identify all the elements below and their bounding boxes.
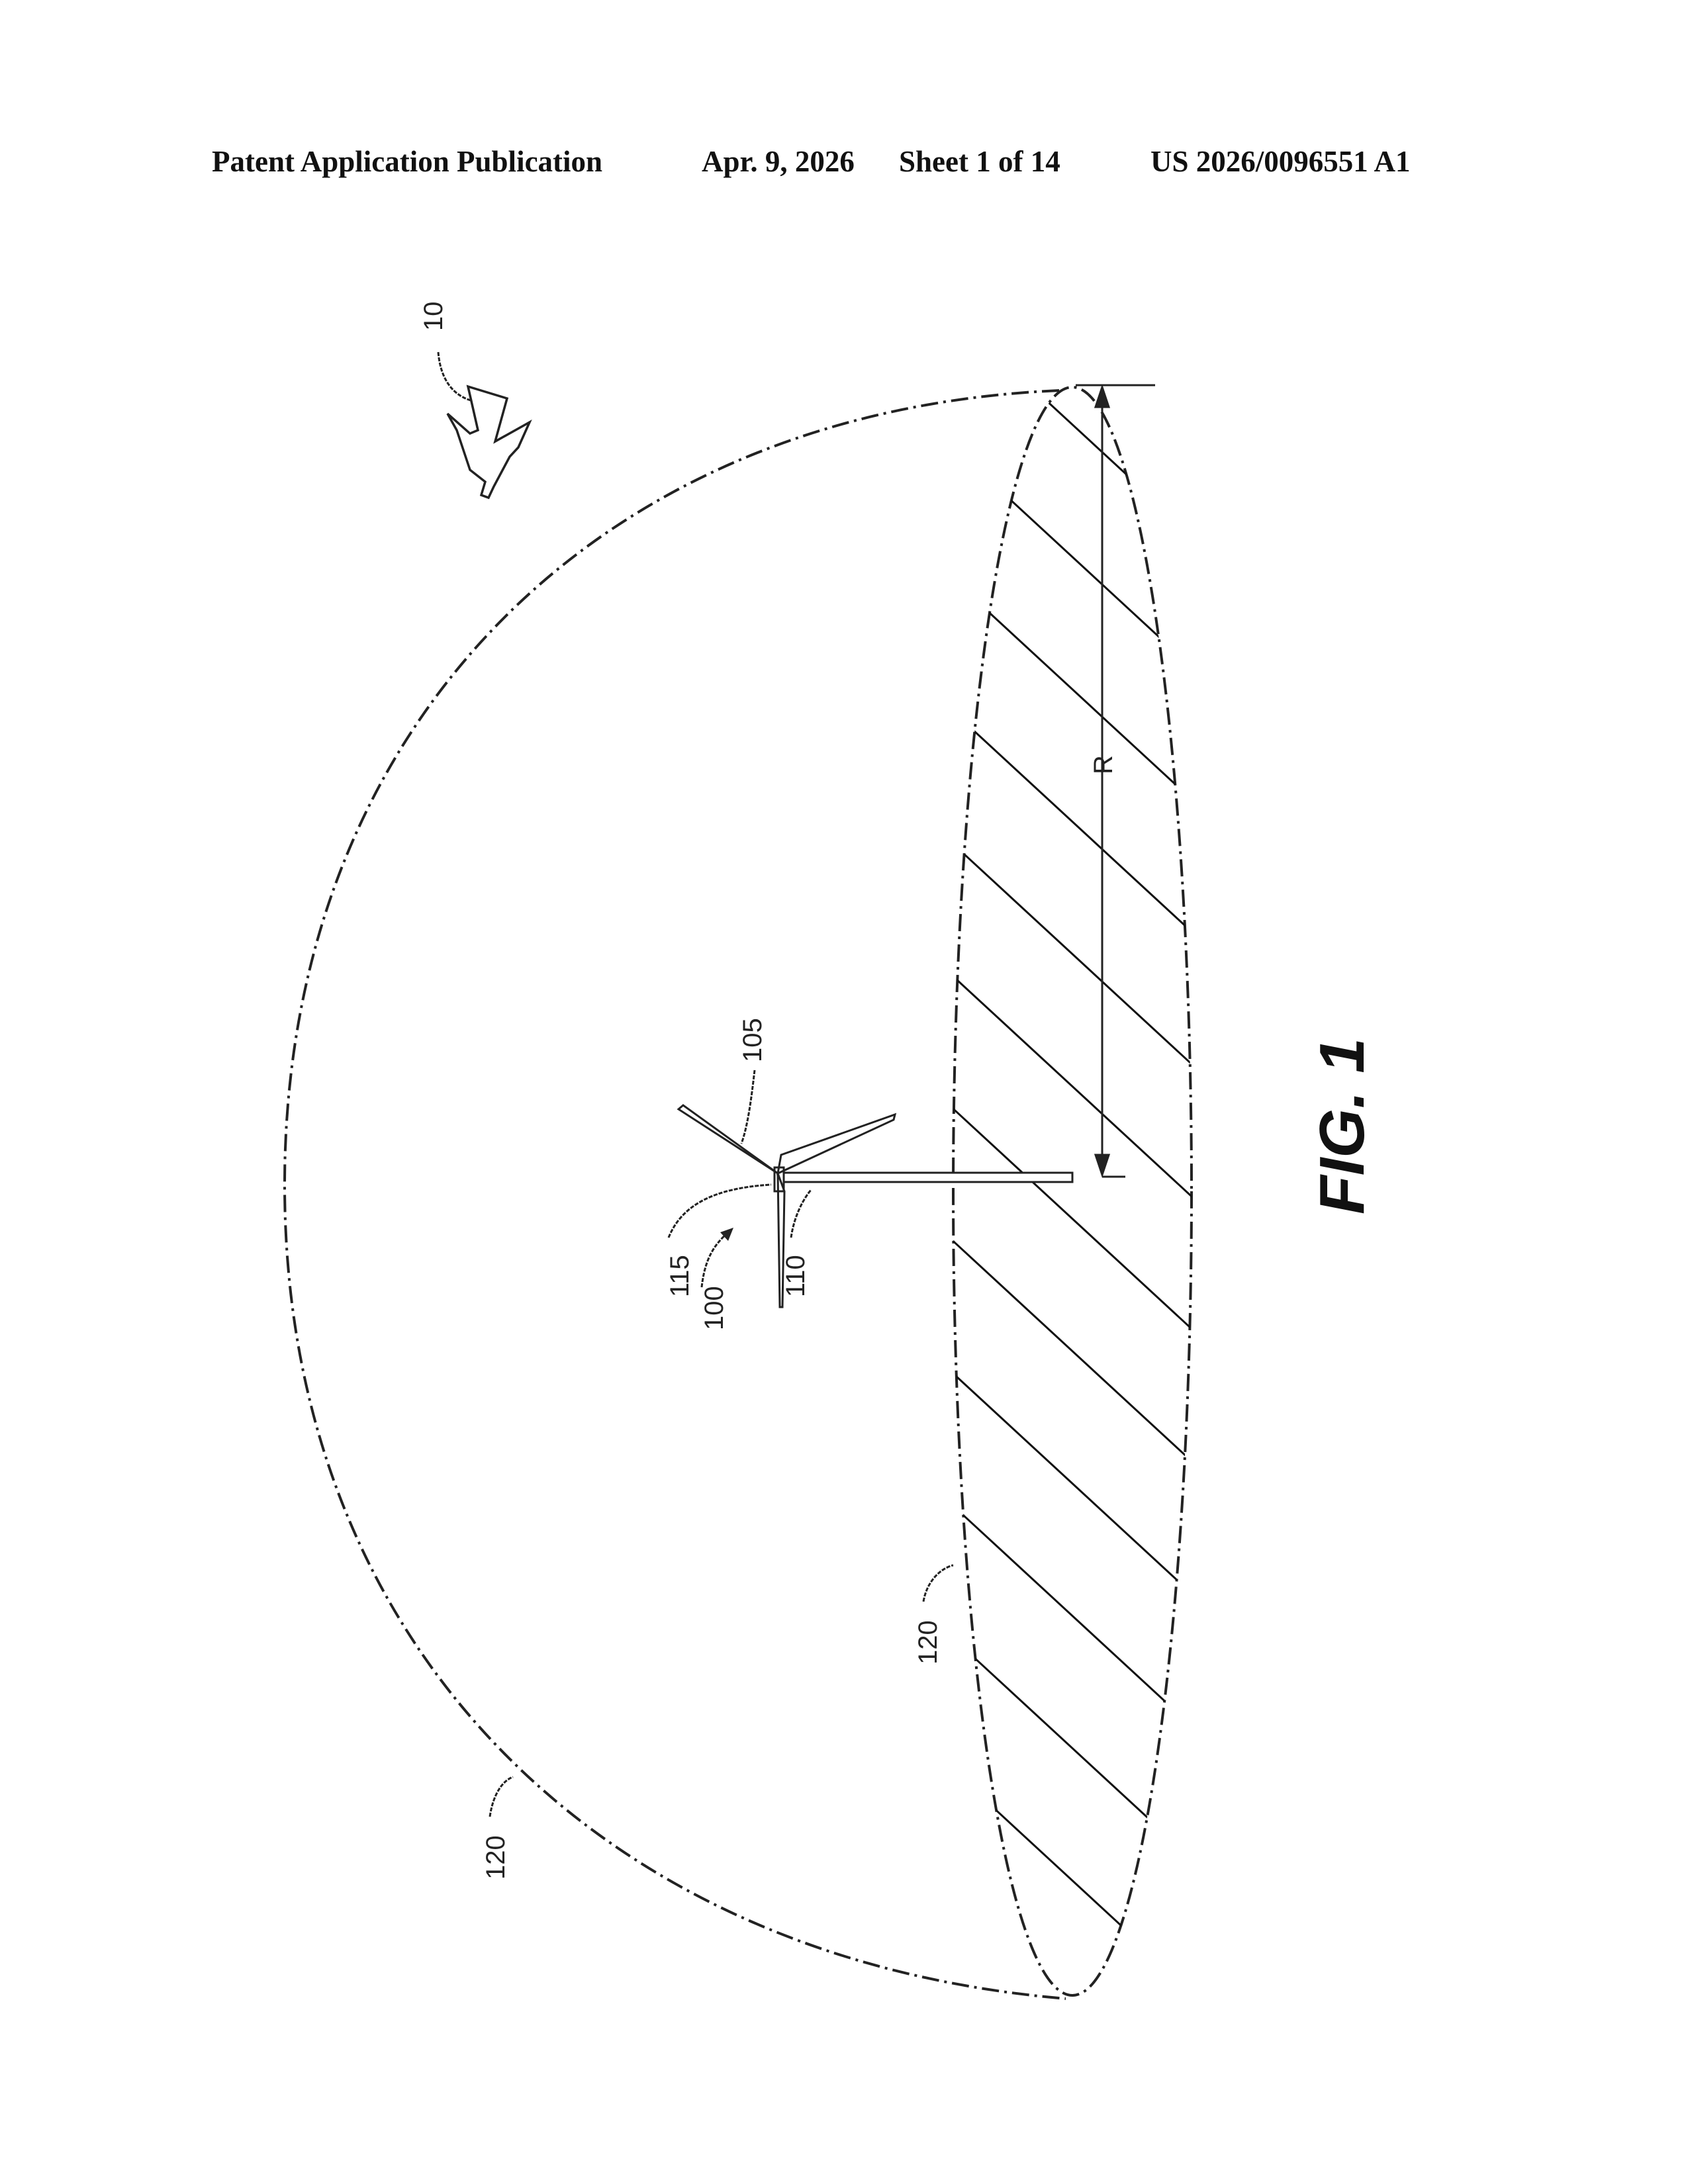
radius-dimension [1076,384,1155,1178]
arrow-100-head [720,1228,733,1241]
leader-10 [437,351,474,402]
publication-type: Patent Application Publication [212,145,603,178]
ref-120-base: 120 [914,1620,943,1664]
leader-100 [700,1231,729,1288]
leader-115 [667,1183,772,1238]
leader-120-dome [489,1776,514,1817]
monitoring-zone-dome [283,389,1066,2000]
turbine-tower [780,1171,1074,1183]
leader-105 [740,1069,756,1144]
page-header: Patent Application Publication Apr. 9, 2… [0,144,1688,184]
ref-10: 10 [419,302,448,332]
publication-date: Apr. 9, 2026 [702,145,855,178]
monitoring-zone-base [952,386,1193,1997]
bird-icon [446,385,532,500]
turbine-blade [776,1113,897,1175]
leader-110 [790,1189,812,1238]
radius-label: R [1089,755,1118,774]
turbine-blade [776,1173,786,1308]
ref-115: 115 [665,1255,694,1297]
ref-100: 100 [700,1286,729,1330]
figure-label: FIG. 1 [1307,1038,1378,1214]
turbine-blade [677,1104,778,1175]
wind-turbine [677,1104,1074,1308]
publication-number: US 2026/0096551 A1 [1150,145,1411,178]
ref-120-dome: 120 [481,1835,510,1880]
leader-120-base [922,1564,954,1602]
ref-105: 105 [738,1018,767,1062]
ref-110: 110 [781,1255,810,1297]
sheet-number: Sheet 1 of 14 [899,145,1060,178]
